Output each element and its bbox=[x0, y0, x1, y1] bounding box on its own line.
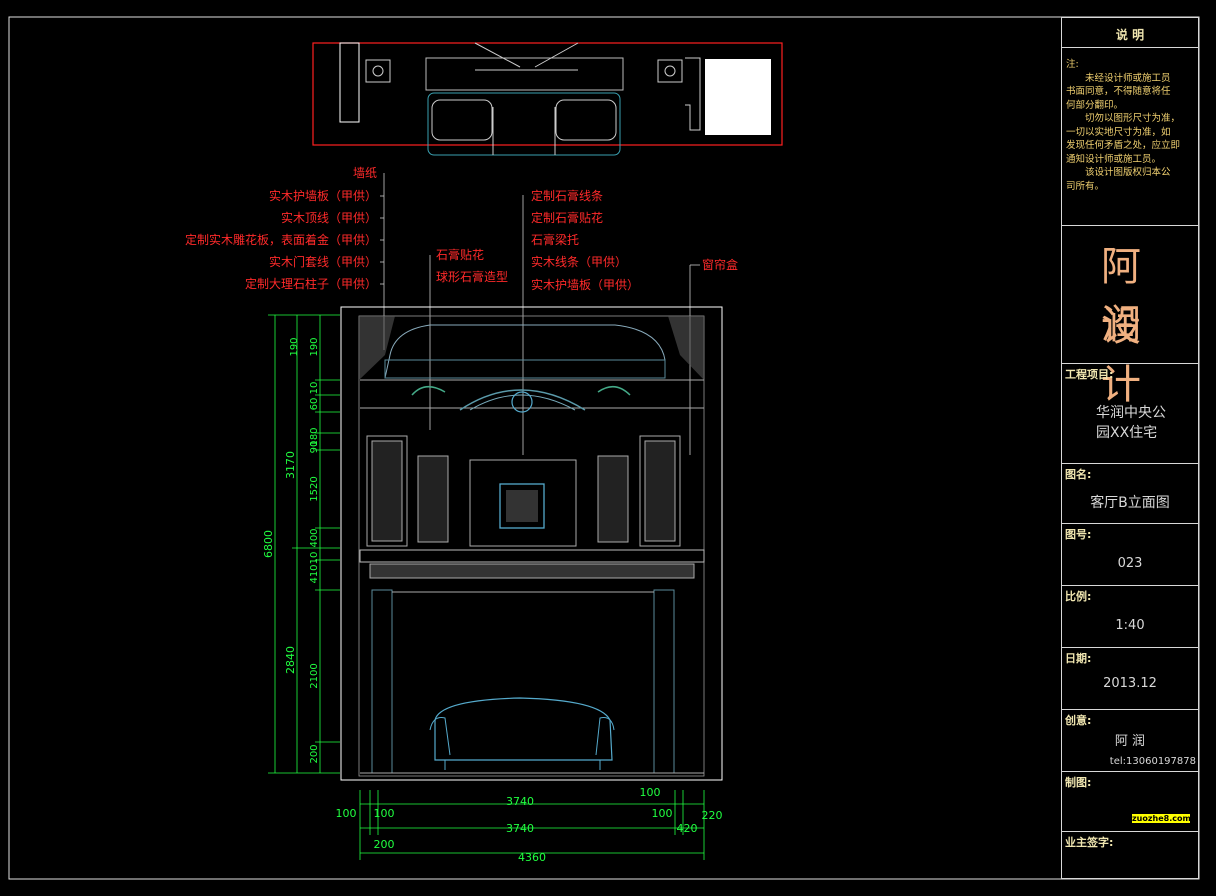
dim-text: 410 bbox=[309, 564, 320, 583]
dim-text: 3170 bbox=[284, 451, 297, 479]
brand-line-2: 设 计 bbox=[1101, 304, 1159, 408]
note-line: 何部分翻印。 bbox=[1066, 99, 1124, 111]
dim-text: 420 bbox=[677, 822, 698, 835]
dim-text: 200 bbox=[374, 838, 395, 851]
header-text: 说 明 bbox=[1115, 28, 1145, 42]
date-cell: 日期: 2013.12 bbox=[1062, 648, 1198, 710]
brand-cell: 阿 润 设 计 bbox=[1062, 226, 1198, 408]
dim-text: 2100 bbox=[309, 663, 320, 688]
brand-line-1: 阿 润 bbox=[1101, 244, 1159, 348]
note-line: 发现任何矛盾之处，应立即 bbox=[1066, 140, 1181, 151]
callout-right: 实木护墙板（甲供） bbox=[531, 277, 639, 292]
scale-value: 1:40 bbox=[1115, 618, 1145, 633]
dim-text: 100 bbox=[374, 807, 395, 820]
project-cell: 工程项目: 华润中央公 园XX住宅 bbox=[1062, 364, 1198, 464]
callout-left: 实木顶线（甲供） bbox=[281, 210, 377, 225]
note-line: 该设计图版权归本公 bbox=[1066, 167, 1171, 178]
date-label: 日期: bbox=[1065, 652, 1092, 665]
callout-right: 石膏梁托 bbox=[531, 232, 579, 247]
dim-text: 60 bbox=[309, 398, 320, 411]
floor-plan bbox=[312, 42, 783, 156]
drawing-no-label: 图号: bbox=[1065, 528, 1092, 541]
title-block: 说 明 注: 未经设计师或施工员书面同意，不得随意将任何部分翻印。 切勿以图形尺… bbox=[1061, 17, 1199, 879]
dim-text: 100 bbox=[640, 786, 661, 799]
project-label: 工程项目: bbox=[1065, 368, 1114, 381]
notes-cell: 注: 未经设计师或施工员书面同意，不得随意将任何部分翻印。 切勿以图形尺寸为准，… bbox=[1062, 48, 1198, 226]
dim-text: 100 bbox=[652, 807, 673, 820]
callout-left: 实木护墙板（甲供） bbox=[269, 188, 377, 203]
notes-text: 注: 未经设计师或施工员书面同意，不得随意将任何部分翻印。 切勿以图形尺寸为准，… bbox=[1066, 58, 1196, 193]
drawing-name-cell: 图名: 客厅B立面图 bbox=[1062, 464, 1198, 524]
owner-sign-label: 业主签字: bbox=[1065, 836, 1114, 849]
drawing-frame bbox=[8, 16, 1200, 880]
note-line: 未经设计师或施工员 bbox=[1066, 72, 1171, 84]
dim-text: 100 bbox=[336, 807, 357, 820]
project-value-2: 园XX住宅 bbox=[1096, 425, 1158, 441]
drafter-cell: 制图: zuozhe8.com bbox=[1062, 772, 1198, 832]
note-line: 注: bbox=[1066, 59, 1079, 70]
drawing-no-cell: 图号: 023 bbox=[1062, 524, 1198, 586]
callout-left: 定制大理石柱子（甲供） bbox=[245, 276, 377, 291]
drawing-name-label: 图名: bbox=[1065, 468, 1092, 481]
drafter-label: 制图: bbox=[1065, 776, 1092, 789]
callout-curtain: 窗帘盒 bbox=[702, 257, 738, 272]
callout-right: 实木线条（甲供） bbox=[531, 254, 627, 269]
note-line: 司所有。 bbox=[1066, 180, 1105, 192]
project-value-1: 华润中央公 bbox=[1096, 405, 1166, 421]
owner-sign-cell: 业主签字: bbox=[1062, 832, 1198, 878]
dim-text: 10 bbox=[309, 382, 320, 395]
callout-left: 墙纸 bbox=[353, 166, 377, 180]
drafter-value: zuozhe8.com bbox=[1132, 814, 1191, 823]
dim-text: 2840 bbox=[284, 646, 297, 674]
note-line: 通知设计师或施工员。 bbox=[1066, 153, 1162, 165]
callout-left: 实木门套线（甲供） bbox=[269, 254, 377, 269]
scale-label: 比例: bbox=[1065, 590, 1092, 603]
note-line: 切勿以图形尺寸为准， bbox=[1066, 113, 1181, 124]
dim-text: 10 bbox=[309, 552, 320, 565]
dimension-lines bbox=[268, 314, 705, 860]
creator-label: 创意: bbox=[1065, 714, 1092, 727]
dim-text: 1520 bbox=[309, 476, 320, 501]
dim-text: 220 bbox=[702, 809, 723, 822]
date-value: 2013.12 bbox=[1103, 676, 1157, 691]
dim-text: 190 bbox=[309, 337, 320, 356]
dim-text: 3740 bbox=[506, 795, 534, 808]
drawing-name-value: 客厅B立面图 bbox=[1090, 495, 1170, 511]
dim-text: 90 bbox=[309, 441, 320, 454]
elevation-view bbox=[340, 306, 723, 781]
creator-value: 阿 润 bbox=[1114, 734, 1146, 749]
dim-text: 190 bbox=[289, 337, 300, 356]
dim-text: 4360 bbox=[518, 851, 546, 864]
note-line: 书面同意，不得随意将任 bbox=[1066, 86, 1171, 97]
callout-right: 定制石膏贴花 bbox=[531, 210, 603, 225]
scale-cell: 比例: 1:40 bbox=[1062, 586, 1198, 648]
dim-text: 200 bbox=[309, 744, 320, 763]
dim-text: 400 bbox=[309, 528, 320, 547]
drawing-no-value: 023 bbox=[1117, 556, 1143, 571]
tel-value: tel:13060197878 bbox=[1109, 756, 1196, 767]
dim-text: 6800 bbox=[262, 530, 275, 558]
note-line: 一切以实地尺寸为准，如 bbox=[1066, 126, 1171, 138]
callout-mid: 球形石膏造型 bbox=[436, 269, 508, 284]
callout-left: 定制实木雕花板，表面着金（甲供） bbox=[185, 232, 377, 247]
callout-mid: 石膏贴花 bbox=[436, 247, 484, 262]
title-block-header: 说 明 bbox=[1062, 18, 1198, 48]
dim-text: 3740 bbox=[506, 822, 534, 835]
creator-cell: 创意: 阿 润 tel:13060197878 bbox=[1062, 710, 1198, 772]
callout-right: 定制石膏线条 bbox=[531, 188, 603, 203]
dim-text: 180 bbox=[309, 427, 320, 446]
